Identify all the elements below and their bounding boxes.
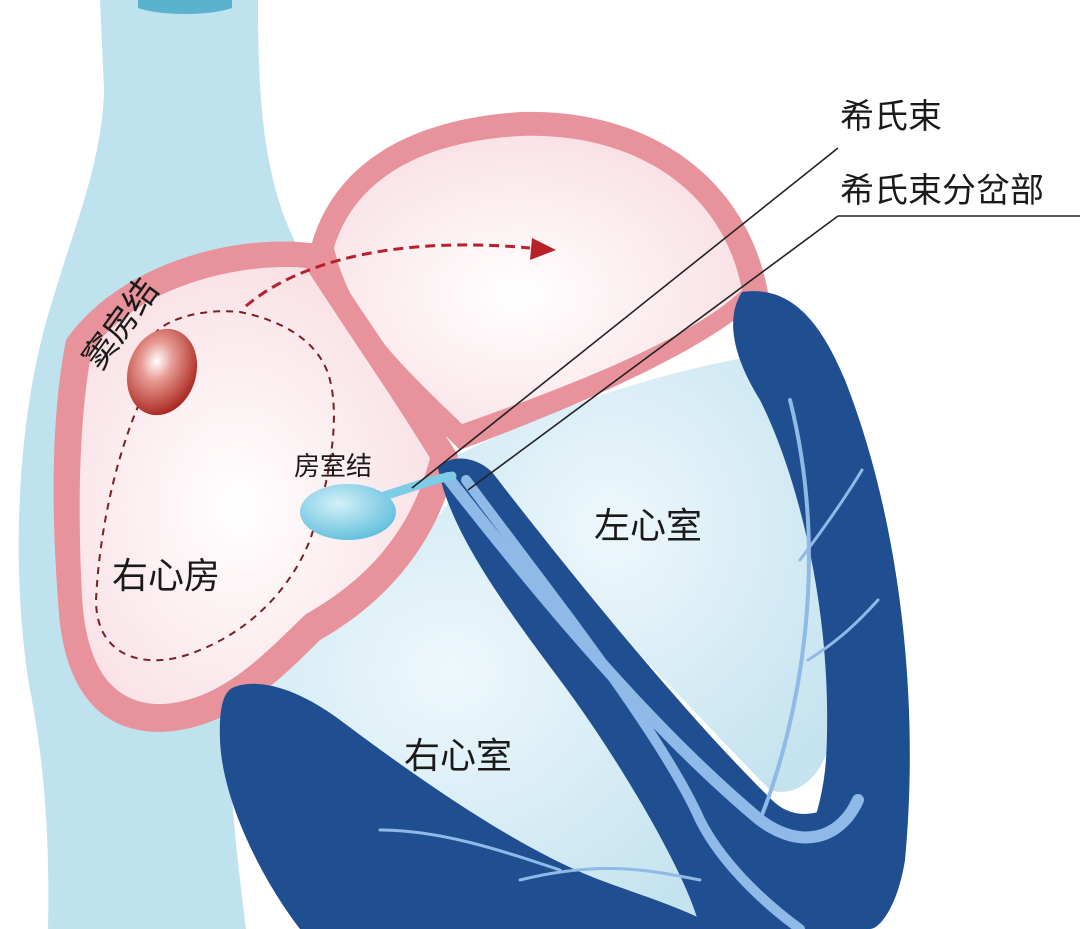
purkinje-fiber-branch-b: [806, 598, 880, 662]
left-bundle-branch: [442, 472, 864, 844]
pathway-arrow-icon: [530, 238, 556, 260]
av-node: [300, 484, 396, 540]
left-ventricle-label: 左心室: [594, 506, 702, 547]
purkinje-fiber-lateral: [758, 398, 811, 822]
purkinje-fiber-right-lower: [378, 828, 562, 872]
av-node-label: 房室结: [294, 452, 372, 482]
right-bundle-branch: [461, 475, 805, 929]
left-ventricle-wall: [733, 291, 910, 929]
interventricular-septum: [438, 458, 868, 929]
his-bifurcation-leader-line: [467, 215, 839, 491]
sa-node: [126, 328, 198, 416]
right-ventricle-wall: [219, 683, 720, 929]
purkinje-fiber-right: [518, 866, 702, 882]
vena-cava-opening: [138, 0, 232, 14]
internodal-pathway: [94, 310, 335, 662]
his-bifurcation-label: 希氏束分岔部: [840, 171, 1044, 211]
left-atrium: [310, 111, 768, 450]
left-atrium-chamber: [334, 135, 742, 424]
his-bundle-label: 希氏束: [840, 97, 942, 137]
purkinje-fiber-branch-a: [798, 468, 864, 562]
right-atrium-label: 右心房: [112, 556, 220, 597]
conduction-system: [378, 398, 880, 929]
his-bundle-leader-line: [411, 147, 839, 489]
his-bundle: [379, 471, 457, 501]
left-ventricle-cavity: [430, 355, 834, 792]
interatrial-pathway: [245, 243, 531, 308]
right-ventricle-label: 右心室: [404, 736, 512, 777]
